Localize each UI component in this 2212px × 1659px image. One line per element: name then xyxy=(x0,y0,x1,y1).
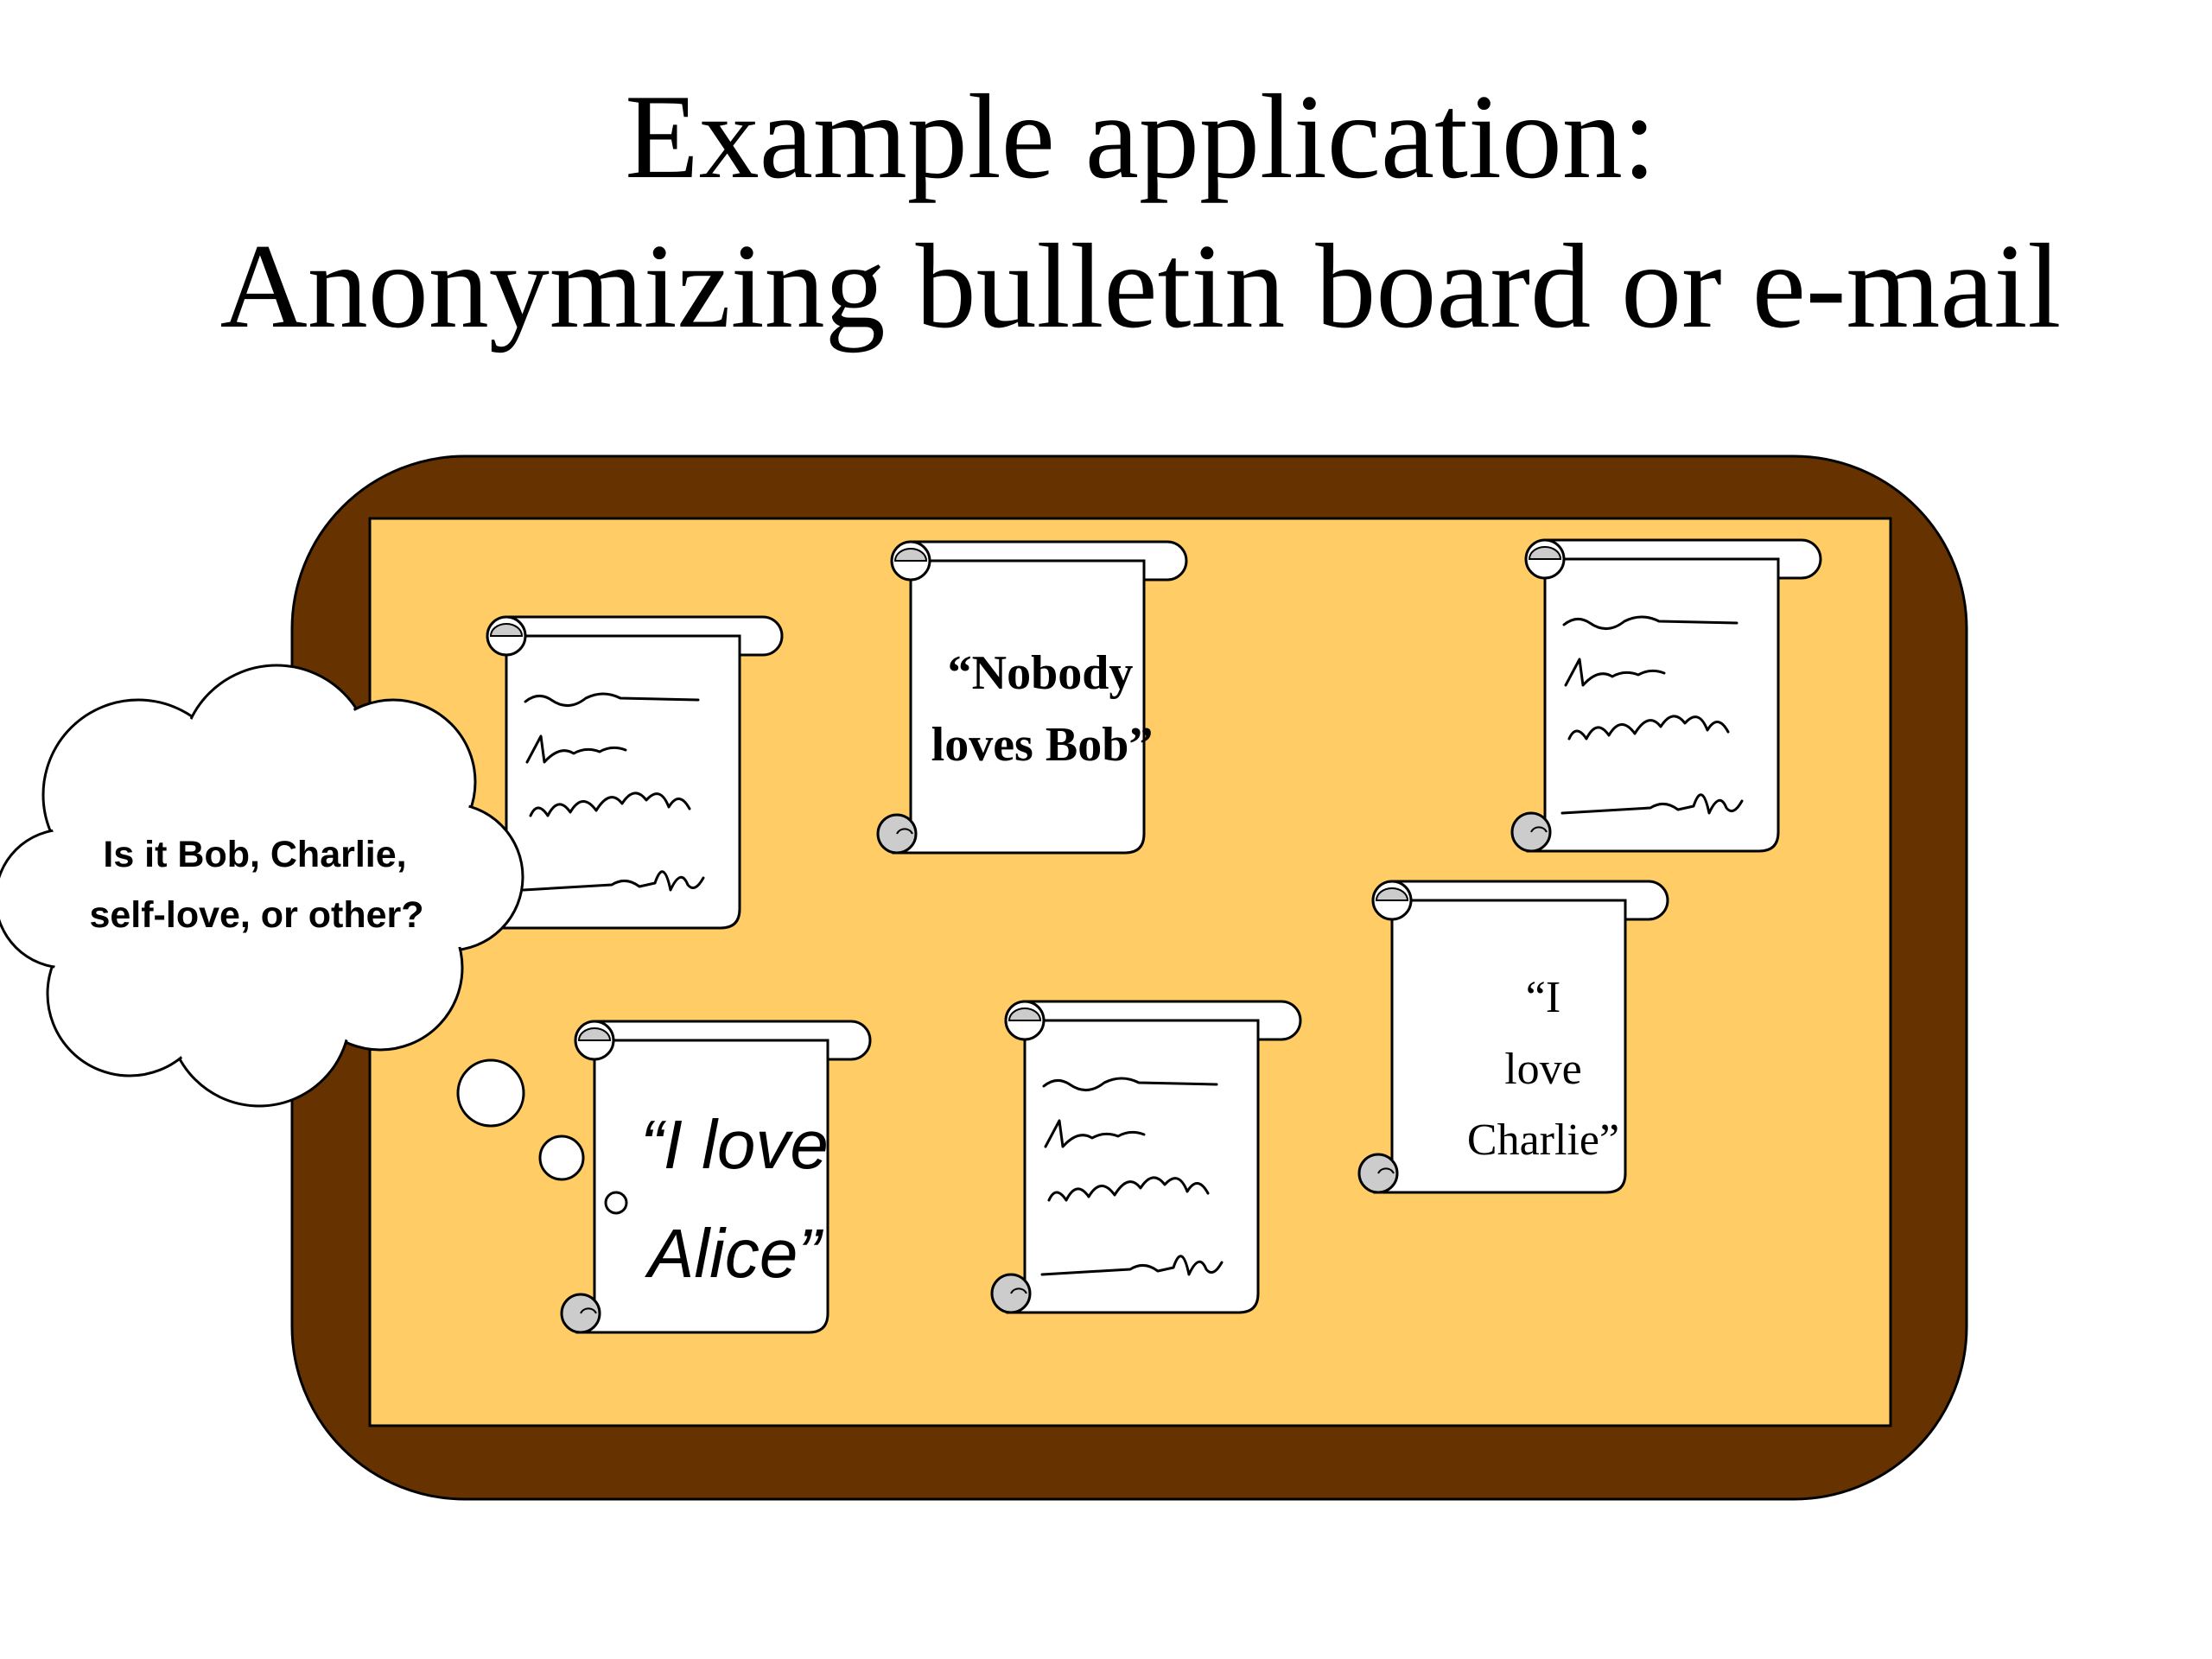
note-scribbles-2[interactable] xyxy=(1510,538,1822,853)
slide-title: Example application: Anonymizing bulleti… xyxy=(220,70,2062,353)
thought-text-line-2: self-love, or other? xyxy=(89,894,423,936)
thought-cloud xyxy=(0,664,524,1108)
note-scribbles-3[interactable] xyxy=(990,1000,1302,1314)
note-charlie-line-3: Charlie” xyxy=(1467,1116,1619,1165)
note-i-love-alice[interactable]: “I love Alice” xyxy=(560,1020,872,1334)
title-line-1: Example application: xyxy=(625,70,1656,204)
note-alice-line-1: “I love xyxy=(640,1106,829,1183)
thought-bubble: Is it Bob, Charlie, self-love, or other? xyxy=(0,664,628,1215)
note-alice-line-2: Alice” xyxy=(645,1215,823,1292)
note-nobody-line-1: “Nobody xyxy=(948,646,1134,700)
title-line-2: Anonymizing bulletin board or e-mail xyxy=(220,219,2062,353)
thought-text-line-1: Is it Bob, Charlie, xyxy=(103,834,406,875)
note-nobody-loves-bob[interactable]: “Nobody loves Bob” xyxy=(876,540,1188,855)
thought-dot-small xyxy=(604,1191,628,1215)
thought-dot-large xyxy=(456,1058,525,1128)
note-charlie-line-1: “I xyxy=(1526,973,1560,1022)
note-nobody-line-2: loves Bob” xyxy=(931,718,1154,772)
note-i-love-charlie[interactable]: “I love Charlie” xyxy=(1357,880,1669,1194)
note-charlie-line-2: love xyxy=(1504,1045,1582,1094)
thought-dot-medium xyxy=(538,1135,585,1181)
